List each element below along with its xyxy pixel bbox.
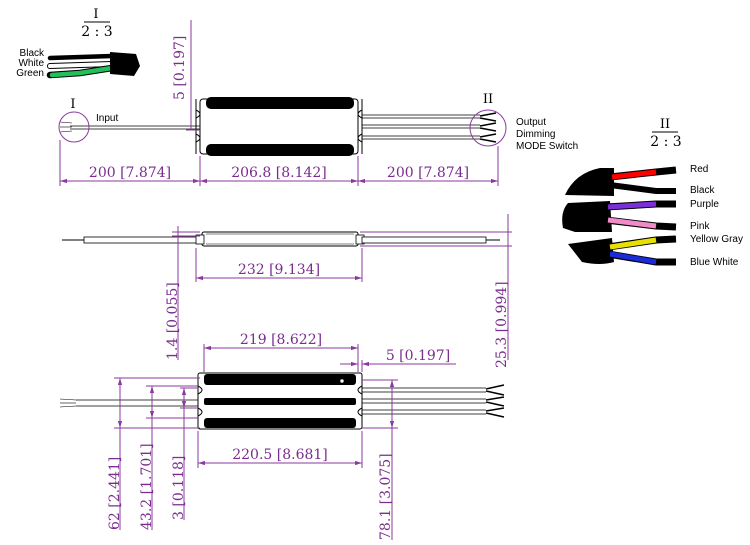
callout-input-numeral: I [70,97,75,112]
detail-i-numeral: I [93,7,98,22]
housing-bottom-rail [206,144,354,156]
top-view: I Input II Output Dimming MODE Switch [58,20,578,186]
dim-input-cable: 200 [7.874] [89,165,171,181]
side-view: 1.4 [0.055] 232 [9.134] 25.3 [0.994] [62,214,512,368]
detail-ii-numeral: II [660,117,670,132]
dim-slot: 3 [0.118] [171,456,187,520]
wire-label-black: Black [20,48,45,59]
dim-output-cable: 200 [7.874] [387,165,469,181]
wire-black-output [609,182,676,194]
detail-i: I 2 : 3 Black White Green [16,7,140,79]
cable-jacket-input [110,52,140,76]
cable-jacket-output-2 [562,201,612,232]
wire-label-pink: Pink [690,221,710,232]
wire-label-purple: Purple [690,199,719,210]
wire-label-blue-white: Blue White [690,257,739,268]
callout-circle-output [469,109,507,147]
dim-side-height: 25.3 [0.994] [494,281,510,368]
bottom-rail-top [204,374,356,385]
dim-side-length: 232 [9.134] [238,262,320,278]
dim-side-step: 1.4 [0.055] [165,282,181,360]
wire-label-yellow-gray: Yellow Gray [690,234,743,245]
side-input-cable [83,236,205,244]
callout-circle-input [58,111,90,143]
callout-output-label: Output [516,117,546,128]
wire-red [611,169,657,180]
bottom-view: 219 [8.622] 5 [0.197] 220.5 [8.681] 62 [… [59,332,505,540]
wire-label-white: White [18,58,44,69]
bottom-rail-middle [204,398,356,405]
wire-white [48,62,114,68]
dim-bottom-length: 220.5 [8.681] [232,447,328,463]
dim-mount-length: 78.1 [3.075] [378,453,394,540]
detail-i-scale: 2 : 3 [81,24,112,40]
wire-blue-white [609,251,657,265]
wire-label-red: Red [690,164,708,175]
wire-pink [607,217,657,229]
wire-label-black-output: Black [690,185,715,196]
side-output-cable [361,236,487,244]
callout-input-label: Input [96,113,118,124]
dim-bottom-width: 62 [2.441] [107,457,123,530]
wire-yellow-gray [609,237,657,250]
callout-mode-switch-label: MODE Switch [516,141,578,152]
bottom-rail-bottom [204,418,356,428]
dim-body-length: 206.8 [8.142] [231,165,327,181]
detail-ii-scale: 2 : 3 [650,134,681,150]
wire-label-green: Green [16,68,44,79]
dim-bottom-lip: 5 [0.197] [386,348,450,364]
housing-top-rail [206,97,354,109]
dim-hole-spacing: 43.2 [1.701] [139,443,155,530]
cable-jacket-output-3 [568,238,614,264]
wire-purple [607,201,657,210]
dim-flange: 5 [0.197] [172,36,188,100]
detail-ii: II 2 : 3 Red Black Purple Pink Yellow Gr… [562,117,743,268]
dim-bottom-top-length: 219 [8.622] [240,332,322,348]
wire-green [49,65,115,78]
callout-output-numeral: II [483,92,493,107]
cable-jacket-output-1 [565,168,614,196]
callout-dimming-label: Dimming [516,129,555,140]
